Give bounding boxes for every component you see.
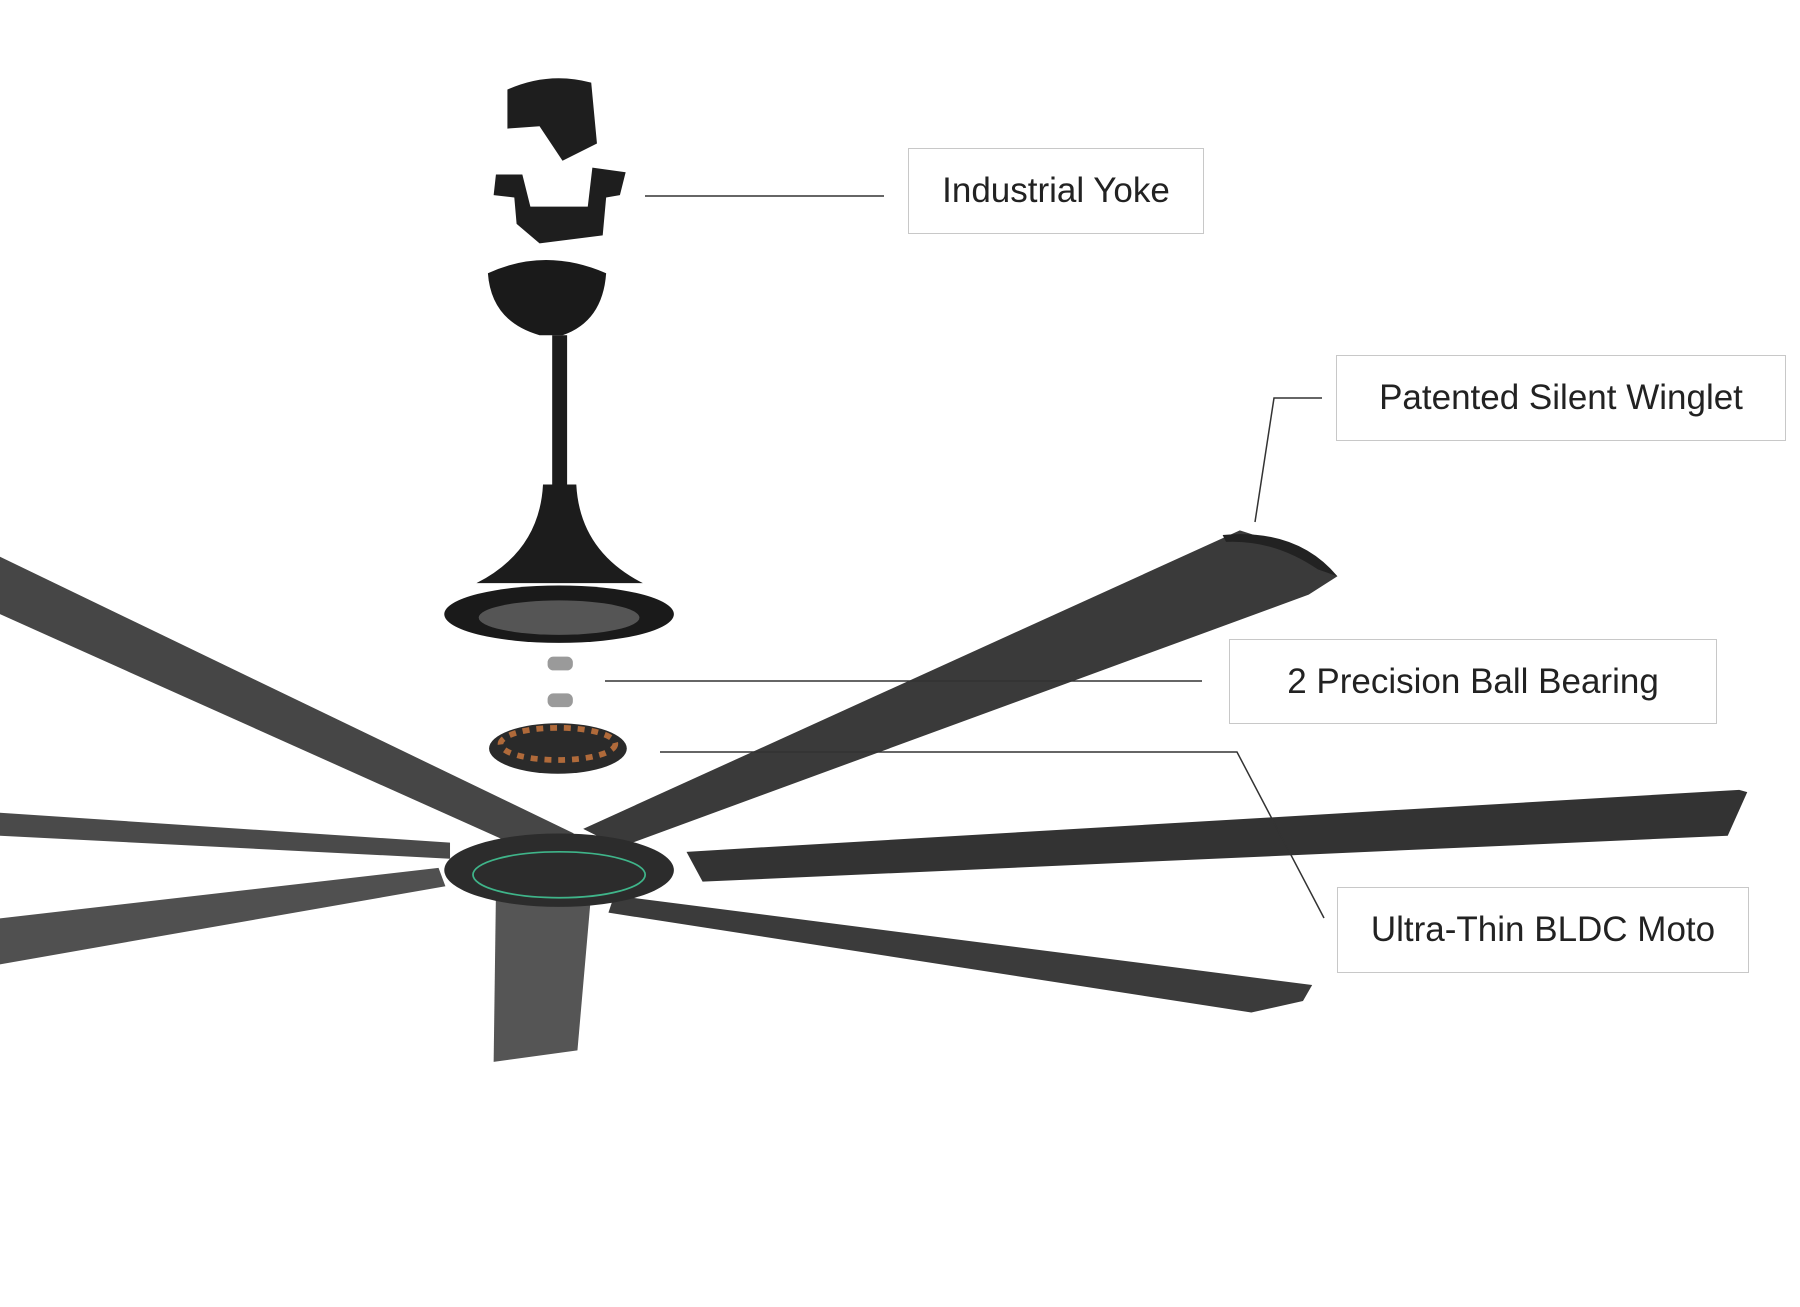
blade-upper-left bbox=[0, 556, 574, 852]
leader-winglet bbox=[1254, 397, 1322, 523]
stator bbox=[489, 723, 627, 774]
callout-ball-bearing: 2 Precision Ball Bearing bbox=[1229, 639, 1717, 724]
leader-motor bbox=[660, 751, 1325, 919]
blade-left-upper bbox=[0, 812, 451, 859]
motor-housing-inner bbox=[478, 600, 640, 635]
winglet bbox=[1222, 534, 1338, 577]
callout-industrial-yoke: Industrial Yoke bbox=[908, 148, 1204, 234]
blade-down bbox=[493, 893, 592, 1062]
downrod bbox=[552, 335, 568, 487]
bearing-2 bbox=[547, 693, 573, 708]
blade-left-lower bbox=[0, 867, 446, 965]
callout-silent-winglet: Patented Silent Winglet bbox=[1336, 355, 1786, 441]
rod-flare bbox=[476, 484, 643, 584]
canopy bbox=[487, 260, 607, 336]
callout-bldc-motor: Ultra-Thin BLDC Moto bbox=[1337, 887, 1749, 973]
hub bbox=[444, 833, 674, 907]
yoke-mount bbox=[507, 78, 597, 161]
blade-lower-right bbox=[608, 895, 1313, 1013]
stator-coils bbox=[497, 724, 619, 763]
hub-light-ring-icon bbox=[472, 850, 647, 899]
blade-upper-right bbox=[583, 530, 1338, 848]
bearing-1 bbox=[547, 656, 573, 671]
blade-right bbox=[686, 789, 1748, 882]
yoke-bracket bbox=[493, 167, 626, 244]
